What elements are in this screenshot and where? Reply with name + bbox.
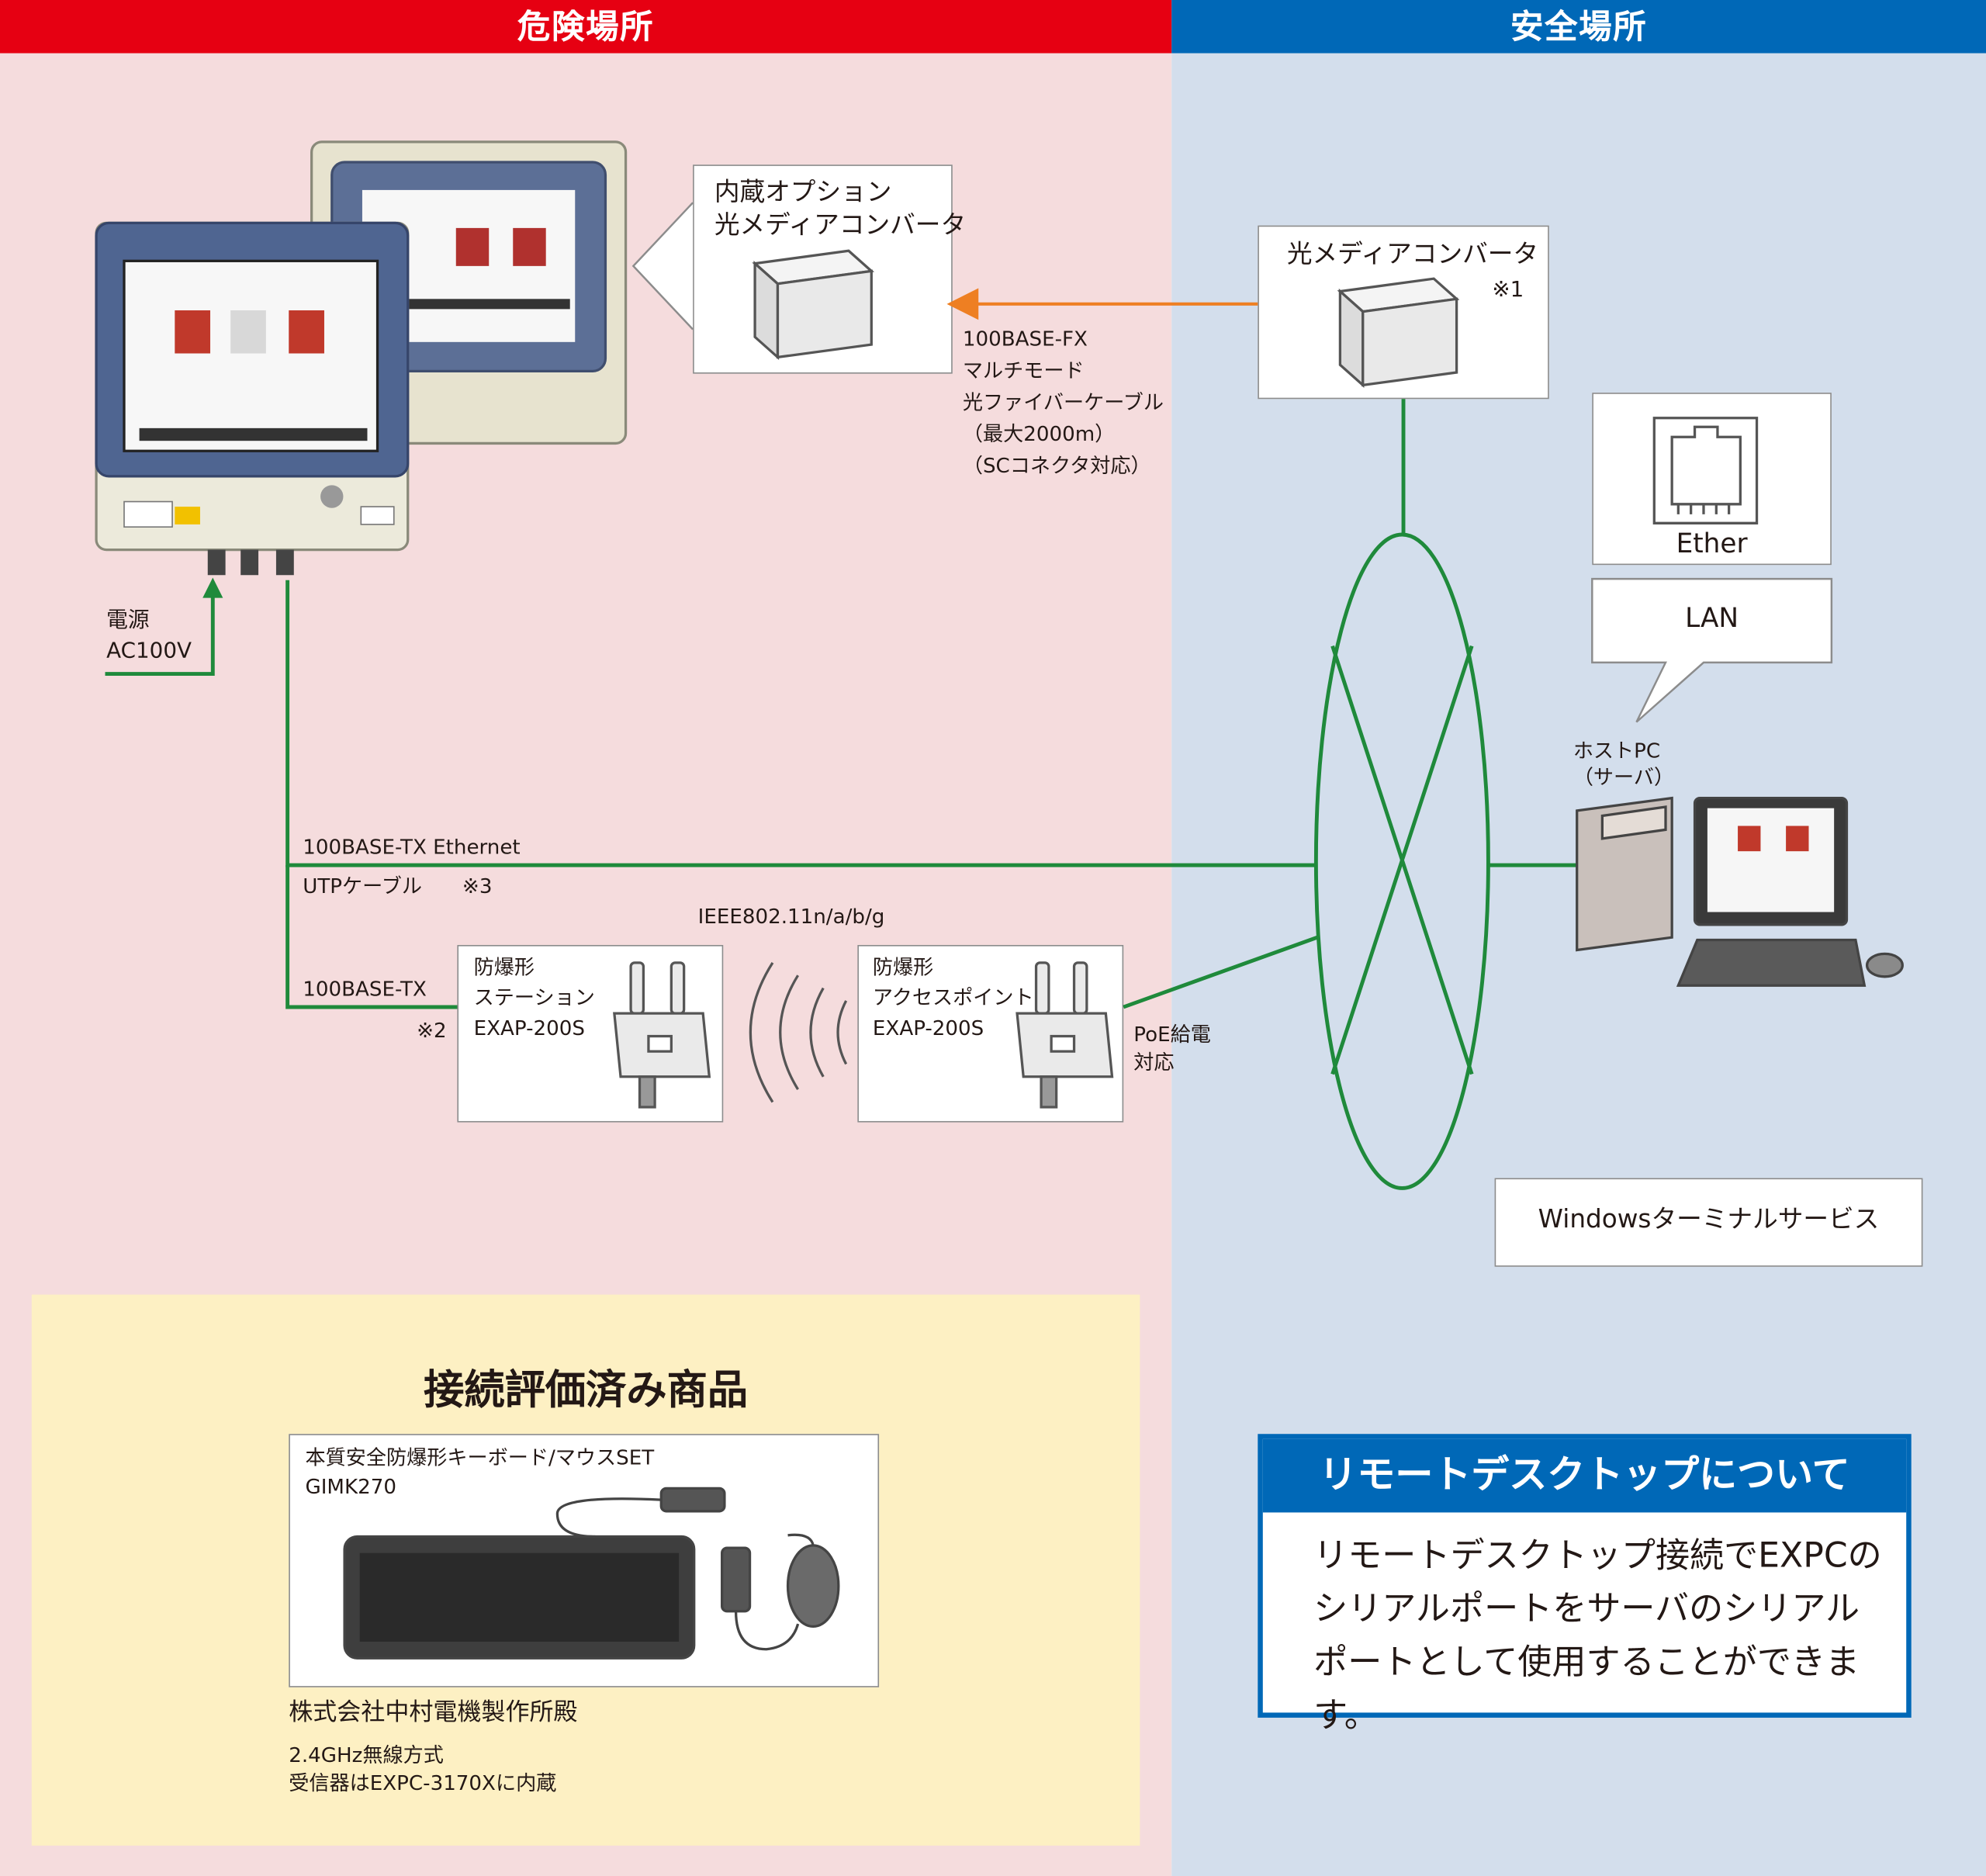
safe-area-header: 安全場所 <box>1171 0 1986 54</box>
wireless-waves <box>749 961 848 1103</box>
utp-cable-label: UTPケーブル <box>303 874 422 898</box>
ethernet-note: ※3 <box>462 874 493 898</box>
ether-icon-box <box>1592 393 1832 566</box>
access-point-device-icon <box>1015 961 1114 1109</box>
evaluated-products-title: 接続評価済み商品 <box>424 1365 749 1414</box>
lan-callout-bubble <box>1591 577 1833 723</box>
hazard-area-header: 危険場所 <box>0 0 1172 54</box>
expc-front-unit <box>95 221 410 576</box>
station-note: ※2 <box>417 1018 447 1043</box>
host-pc-icon <box>1576 796 1904 987</box>
terminal-service-label: Windowsターミナルサービス <box>1538 1203 1880 1234</box>
keyboard-mouse-icon <box>343 1487 840 1660</box>
lan-label: LAN <box>1685 603 1739 634</box>
access-point-label: 防爆形 アクセスポイント EXAP-200S <box>872 955 1034 1040</box>
poe-label: PoE給電 対応 <box>1133 1022 1211 1075</box>
power-label: 電源 AC100V <box>106 607 192 664</box>
lan-network-icon <box>1313 532 1490 1190</box>
remote-desktop-panel: リモートデスクトップについて リモートデスクトップ接続でEXPCの シリアルポー… <box>1258 1434 1912 1736</box>
builtin-callout <box>631 202 694 331</box>
ethernet-cable-label: 100BASE-TX Ethernet <box>303 834 521 859</box>
terminal-service-box <box>1494 1178 1923 1267</box>
product-name-label: 本質安全防爆形キーボード/マウスSET GIMK270 <box>305 1445 655 1499</box>
host-pc-label: ホストPC （サーバ） <box>1573 738 1675 790</box>
remote-desktop-body: リモートデスクトップ接続でEXPCの シリアルポートをサーバのシリアル ポートと… <box>1313 1536 1882 1736</box>
product-note-label: 2.4GHz無線方式 受信器はEXPC-3170Xに内蔵 <box>289 1743 557 1795</box>
power-arrow-head <box>202 577 223 598</box>
wireless-standard-label: IEEE802.11n/a/b/g <box>697 904 885 929</box>
station-cable-label: 100BASE-TX <box>303 976 427 1001</box>
builtin-converter-icon <box>752 249 875 361</box>
remote-desktop-title: リモートデスクトップについて <box>1262 1438 1907 1513</box>
external-converter-icon <box>1337 277 1460 388</box>
fiber-cable-label: 100BASE-FX マルチモード 光ファイバーケーブル （最大2000m） （… <box>962 327 1164 478</box>
station-label: 防爆形 ステーション EXAP-200S <box>473 955 595 1040</box>
product-maker-label: 株式会社中村電機製作所殿 <box>289 1698 578 1727</box>
external-converter-note: ※1 <box>1492 277 1524 303</box>
ether-label: Ether <box>1676 528 1748 559</box>
external-converter-label: 光メディアコンバータ <box>1286 237 1539 269</box>
station-device-icon <box>613 961 711 1109</box>
network-lines <box>105 399 1577 1009</box>
ether-jack-icon <box>1652 417 1759 524</box>
builtin-converter-label: 内蔵オプション 光メディアコンバータ <box>714 175 967 240</box>
